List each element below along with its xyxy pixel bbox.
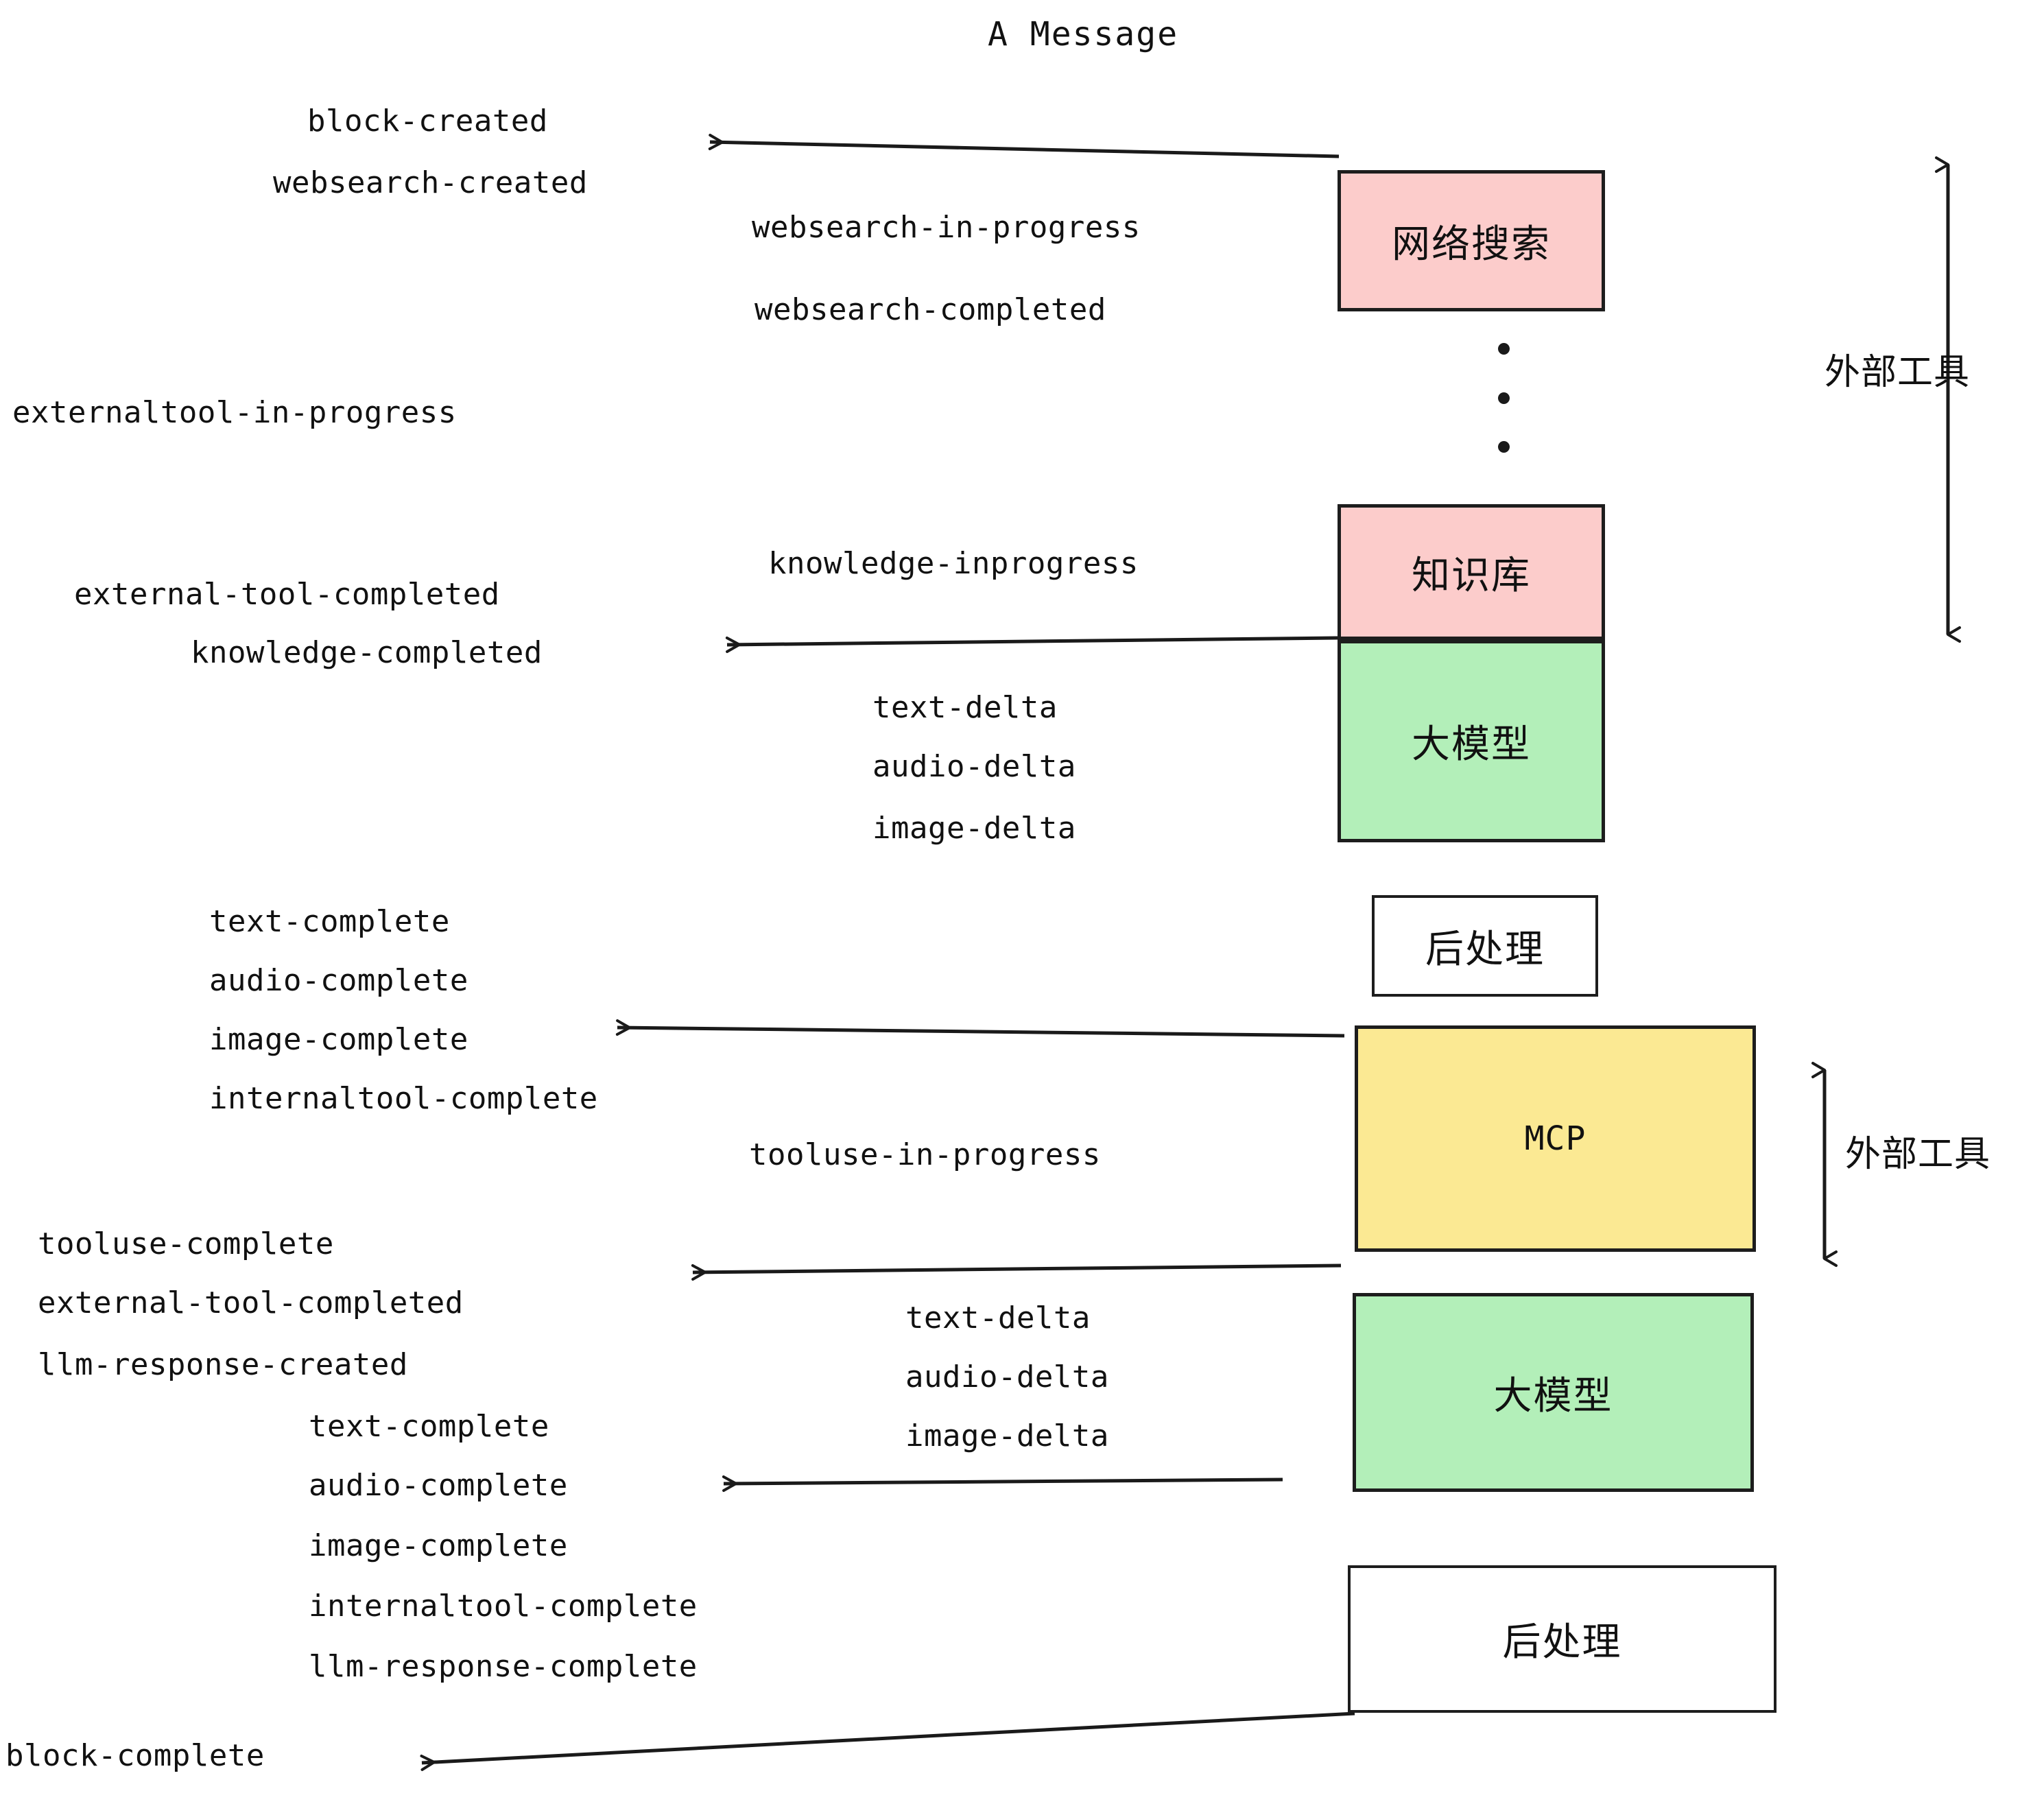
event-audio-delta-1: audio-delta xyxy=(872,749,1076,784)
arrow-websearch-to-events xyxy=(708,134,1340,158)
arrow-postprocess1-to-events xyxy=(615,1019,1345,1038)
diagram-title: A Message xyxy=(988,15,1179,54)
node-mcp[interactable]: MCP xyxy=(1355,1025,1756,1252)
node-websearch[interactable]: 网络搜索 xyxy=(1338,170,1605,311)
event-websearch-created: websearch-created xyxy=(273,165,588,200)
node-llm-2[interactable]: 大模型 xyxy=(1353,1293,1754,1492)
event-audio-delta-2: audio-delta xyxy=(905,1360,1109,1394)
event-internaltool-complete-2: internaltool-complete xyxy=(309,1589,698,1624)
node-postprocess-2[interactable]: 后处理 xyxy=(1348,1565,1776,1713)
event-external-tool-completed-2: external-tool-completed xyxy=(38,1285,464,1320)
event-image-delta-1: image-delta xyxy=(872,811,1076,846)
node-llm-1-label: 大模型 xyxy=(1412,722,1531,767)
event-tooluse-in-progress: tooluse-in-progress xyxy=(749,1137,1101,1172)
event-block-complete: block-complete xyxy=(5,1738,265,1773)
event-knowledge-inprogress: knowledge-inprogress xyxy=(768,546,1139,581)
event-image-delta-2: image-delta xyxy=(905,1419,1109,1453)
event-websearch-completed: websearch-completed xyxy=(754,292,1106,327)
arrow-llm2-to-events xyxy=(722,1475,1283,1492)
node-postprocess-2-label: 后处理 xyxy=(1502,1620,1622,1665)
event-websearch-in-progress: websearch-in-progress xyxy=(752,210,1141,245)
event-internaltool-complete-1: internaltool-complete xyxy=(209,1081,598,1116)
event-block-created: block-created xyxy=(307,104,548,139)
node-websearch-label: 网络搜索 xyxy=(1392,222,1551,267)
event-externaltool-in-progress: externaltool-in-progress xyxy=(12,395,457,430)
group-label-external-tool-bottom: 外部工具 xyxy=(1845,1134,1991,1175)
node-llm-2-label: 大模型 xyxy=(1493,1373,1613,1419)
node-knowledge-label: 知识库 xyxy=(1412,553,1531,598)
arrow-knowledge-to-events xyxy=(725,636,1338,653)
arrow-mcp-to-events xyxy=(691,1263,1342,1281)
node-postprocess-1[interactable]: 后处理 xyxy=(1372,895,1598,997)
event-tooluse-complete: tooluse-complete xyxy=(38,1226,334,1261)
arrow-postprocess2-to-events xyxy=(420,1711,1355,1771)
node-mcp-label: MCP xyxy=(1524,1119,1587,1158)
event-text-complete-1: text-complete xyxy=(209,904,450,939)
event-image-complete-2: image-complete xyxy=(309,1528,568,1563)
event-text-delta-2: text-delta xyxy=(905,1301,1091,1336)
event-knowledge-completed: knowledge-completed xyxy=(191,635,543,670)
event-text-complete-2: text-complete xyxy=(309,1409,549,1444)
node-llm-1[interactable]: 大模型 xyxy=(1338,640,1605,842)
ellipsis-dots xyxy=(1497,343,1510,453)
event-audio-complete-2: audio-complete xyxy=(309,1468,568,1503)
node-postprocess-1-label: 后处理 xyxy=(1425,927,1545,972)
group-label-external-tool-top: 外部工具 xyxy=(1825,352,1971,393)
event-audio-complete-1: audio-complete xyxy=(209,963,468,998)
event-llm-response-complete: llm-response-complete xyxy=(309,1649,698,1684)
event-llm-response-created: llm-response-created xyxy=(38,1347,408,1382)
event-external-tool-completed-1: external-tool-completed xyxy=(74,577,500,612)
event-image-complete-1: image-complete xyxy=(209,1022,468,1057)
event-text-delta-1: text-delta xyxy=(872,690,1058,725)
node-knowledge[interactable]: 知识库 xyxy=(1338,504,1605,640)
